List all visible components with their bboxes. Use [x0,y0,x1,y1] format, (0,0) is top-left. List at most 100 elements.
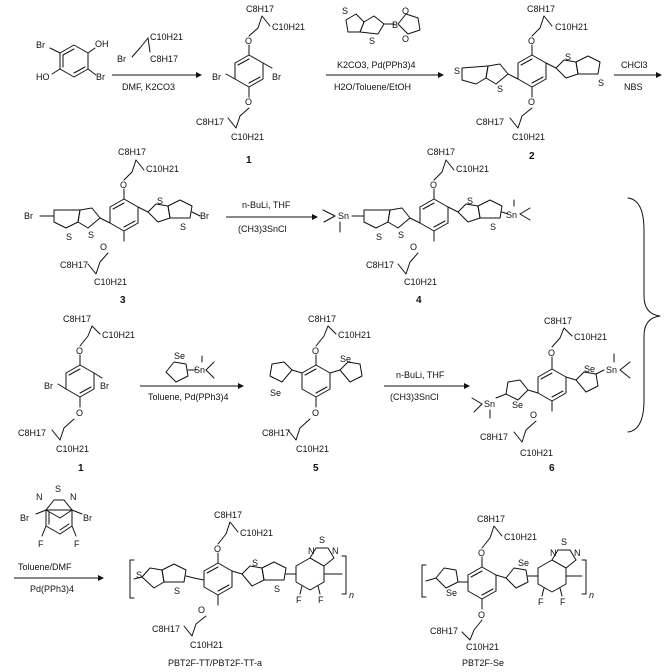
reaction-conditions: CHCl3 [621,60,648,70]
repeat-unit-n: n [589,590,594,600]
sulfur-label: S [88,230,94,240]
compound-6: Sn Se Se Sn O O C8H17 C10H21 C8H17 C10H2… [471,316,631,474]
oxygen-label: O [530,410,537,420]
sulfur-label: S [398,230,404,240]
oxygen-label: O [76,346,83,356]
sulfur-label: S [319,535,325,545]
octyl-label: C8H17 [544,316,572,326]
oxygen-label: O [76,408,83,418]
bromo-label: Br [36,40,45,50]
dibromo-difluoro-benzothiadiazole: N S N Br Br F F [20,484,92,549]
sulfur-label: S [454,66,460,76]
oxygen-label: O [120,180,127,190]
selenium-label: Se [446,588,457,598]
sulfur-label: S [490,222,496,232]
tin-label: Sn [194,365,205,375]
compound-3: Br S S S S Br O O C8H17 C10H21 C8H17 C10… [24,147,209,306]
sulfur-label: S [66,232,72,242]
reaction-arrow-7: Toluene/DMF Pd(PPh3)4 [14,562,104,594]
oxygen-label: O [548,348,555,358]
reaction-conditions: DMF, K2CO3 [122,82,175,92]
tin-label: Sn [506,210,517,220]
octyl-label: C8H17 [308,314,336,324]
decyl-label: C10H21 [231,132,264,142]
decyl-label: C10H21 [466,642,499,652]
compound-2: S S S S O O C8H17 C10H21 C8H17 C10H21 2 [454,4,604,162]
compound-number: 6 [549,463,555,474]
octyl-label: C8H17 [480,432,508,442]
decyl-label: C10H21 [520,448,553,458]
polymer-name: PBT2F-TT/PBT2F-TT-a [168,658,262,668]
oxygen-label: O [528,97,535,107]
octyl-label: C8H17 [150,54,178,64]
reaction-conditions: n-BuLi, THF [396,370,445,380]
octyl-label: C8H17 [476,117,504,127]
reaction-arrow-6: n-BuLi, THF (CH3)3SnCl [384,370,470,402]
decyl-label: C10H21 [296,444,329,454]
octyl-label: C8H17 [427,147,455,157]
decyl-label: C10H21 [504,532,537,542]
decyl-label: C10H21 [102,330,135,340]
fluoro-label: F [538,597,544,607]
bromo-label: Br [200,211,209,221]
sulfur-label: S [598,78,604,88]
decyl-label: C10H21 [512,132,545,142]
polymer-pbt2f-tt: S S S S N S N F F O O n C8H17 C10H21 C8H… [129,510,354,668]
compound-number: 2 [529,151,535,162]
octyl-label: C8H17 [118,147,146,157]
nitrogen-label: N [332,546,339,556]
nitrogen-label: N [308,546,315,556]
oxygen-label: O [528,36,535,46]
fluoro-label: F [296,595,302,605]
tin-label: Sn [338,211,349,221]
selenium-label: Se [512,400,523,410]
decyl-label: C10H21 [146,164,179,174]
polymer-pbt2f-se: Se Se N S N F F O O n C8H17 C10H21 C8H17… [421,514,594,668]
sulfur-label: S [376,232,382,242]
compound-4: Sn S S S S Sn O O C8H17 C10H21 C8H17 C10… [322,147,531,306]
decyl-label: C10H21 [150,32,183,42]
sulfur-label: S [157,196,163,206]
selenium-label: Se [340,354,351,364]
decyl-label: C10H21 [190,640,223,650]
octyl-label: C8H17 [214,510,242,520]
boron-label: B [392,20,398,30]
nitrogen-label: N [550,548,557,558]
octyl-label: C8H17 [196,117,224,127]
reaction-arrow-1: DMF, K2CO3 [112,72,202,92]
fluoro-label: F [74,539,80,549]
sulfur-label: S [55,484,61,494]
oxygen-label: O [402,34,409,44]
thienothiophene-boronic-ester: S S B O O [342,6,421,46]
reaction-conditions: NBS [624,82,643,92]
sulfur-label: S [252,558,258,568]
sulfur-label: S [136,570,142,580]
oxygen-label: O [245,97,252,107]
decyl-label: C10H21 [555,22,588,32]
polymer-name: PBT2F-Se [462,658,504,668]
octyl-label: C8H17 [430,626,458,636]
reaction-arrow-2: K2CO3, Pd(PPh3)4 H2O/Toluene/EtOH [326,60,444,92]
decyl-label: C10H21 [56,444,89,454]
nitrogen-label: N [70,492,77,502]
oxygen-label: O [402,6,409,16]
compound-number: 1 [246,155,252,166]
oxygen-label: O [312,408,319,418]
oxygen-label: O [214,544,221,554]
nitrogen-label: N [574,548,581,558]
oxygen-label: O [100,242,107,252]
selenium-label: Se [174,351,185,361]
reaction-conditions: n-BuLi, THF [242,200,291,210]
fluoro-label: F [318,595,324,605]
fluoro-label: F [560,597,566,607]
decyl-label: C10H21 [272,22,305,32]
sulfur-label: S [342,6,348,16]
reaction-conditions: K2CO3, Pd(PPh3)4 [337,60,416,70]
sulfur-label: S [174,586,180,596]
oxygen-label: O [245,36,252,46]
bromo-label: Br [83,513,92,523]
oxygen-label: O [478,548,485,558]
decyl-label: C10H21 [240,528,273,538]
octyl-label: C8H17 [60,260,88,270]
fluoro-label: F [38,539,44,549]
